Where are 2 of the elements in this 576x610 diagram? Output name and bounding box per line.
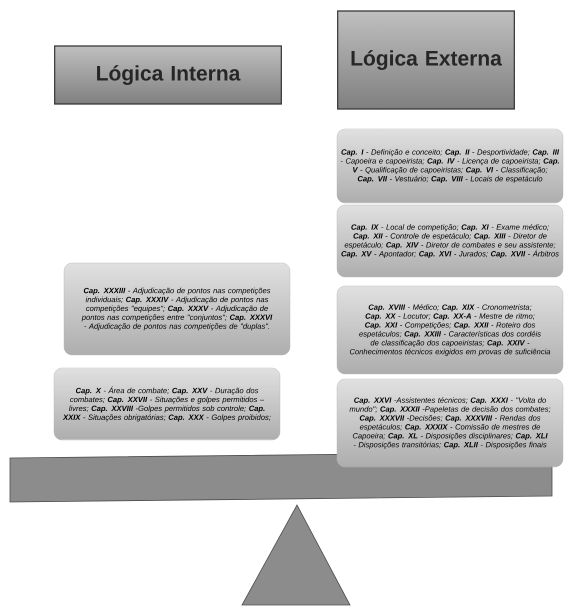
title-box: Lógica Interna — [54, 45, 282, 105]
title-box: Lógica Externa — [337, 10, 515, 110]
